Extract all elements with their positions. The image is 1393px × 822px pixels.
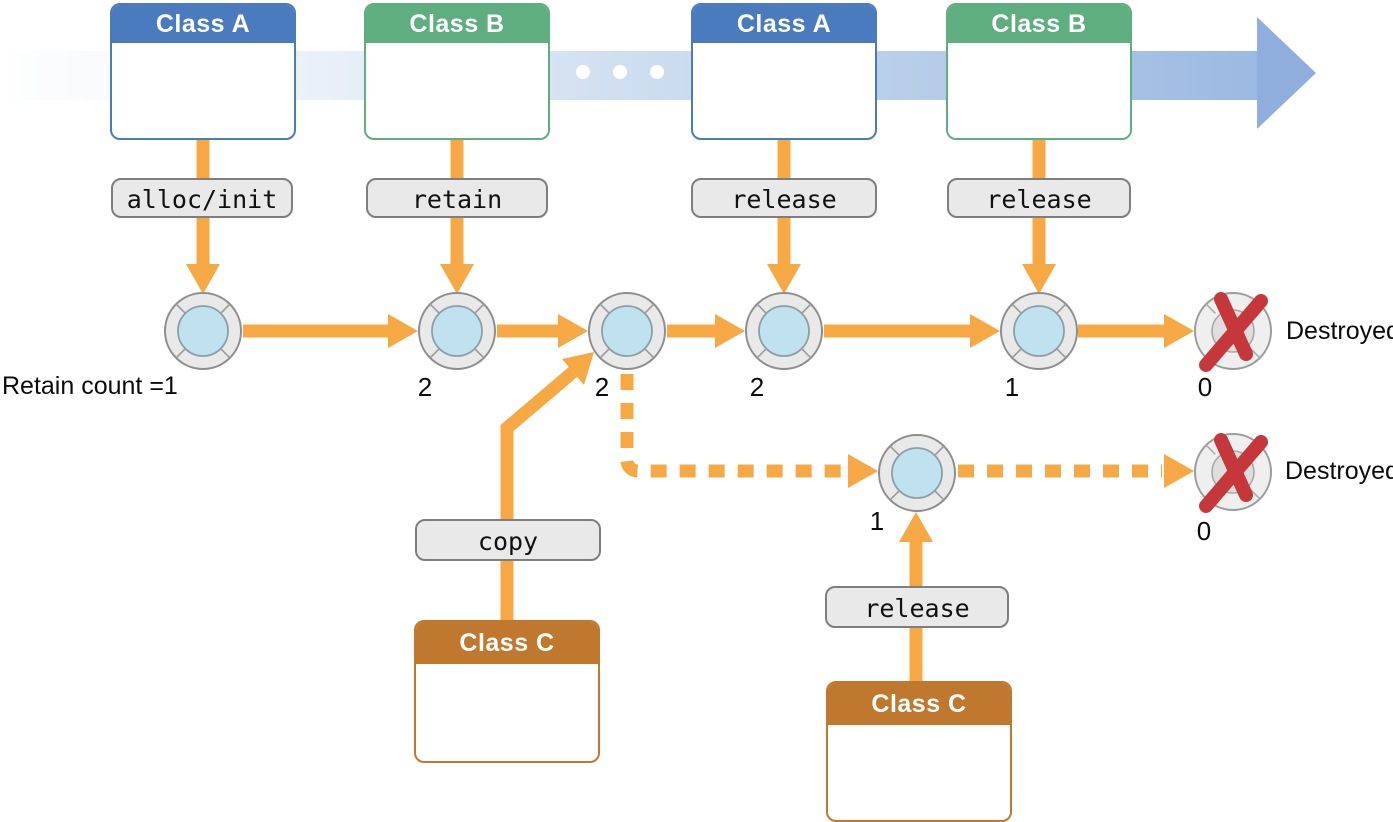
arrow-obj4-obj5 [824,314,1000,348]
object-icon-4 [745,292,823,370]
arrow-copy-up [500,352,594,620]
copied-object-icon [878,434,956,512]
object-icon-1 [164,292,242,370]
destroyed-object-icon-2 [1195,434,1271,510]
class-box-a2-title: Class A [693,5,875,43]
object-icon-3 [588,292,666,370]
dashed-copy-path [620,374,878,488]
message-arrows [186,138,1194,700]
arrow-obj5-destroyed [1078,314,1194,348]
arrow-obj3-obj4 [667,314,745,348]
arrow-obj2-obj3 [497,314,588,348]
retain-count-1: 1 [1004,372,1020,402]
object-icon-5 [1000,292,1078,370]
retain-count-2b: 2 [594,372,610,402]
pill-copy: copy [415,519,601,561]
retain-count-2a: 2 [417,372,433,402]
class-box-c2-title: Class C [828,683,1010,725]
retain-count-2c: 2 [749,372,765,402]
arrow-obj1-obj2 [243,314,418,348]
pill-alloc-init: alloc/init [111,178,293,218]
copy-retain-count-1: 1 [869,506,885,536]
pill-release-2: release [947,178,1131,218]
class-box-a1-title: Class A [112,5,294,43]
class-box-a1: Class A [110,3,296,140]
class-box-c1: Class C [414,620,600,763]
destroyed-label-1: Destroyed [1286,317,1393,345]
dashed-newobj-destroyed [958,454,1194,488]
class-box-b2: Class B [946,3,1132,140]
class-box-c2: Class C [826,681,1012,822]
retain-count-start-label: Retain count =1 [2,372,178,400]
class-box-b1: Class B [364,3,550,140]
retain-count-0: 0 [1197,372,1213,402]
class-box-c1-title: Class C [416,622,598,664]
pill-retain: retain [366,178,548,218]
timeline-ellipsis-dots [576,65,664,79]
class-box-a2: Class A [691,3,877,140]
pill-release-3: release [825,586,1009,628]
object-icon-2 [418,292,496,370]
class-box-b2-title: Class B [948,5,1130,43]
pill-release-1: release [691,178,877,218]
destroyed-object-icon-1 [1195,293,1271,369]
destroyed-label-2: Destroyed [1285,457,1393,485]
copy-retain-count-0: 0 [1196,516,1212,546]
class-box-b1-title: Class B [366,5,548,43]
